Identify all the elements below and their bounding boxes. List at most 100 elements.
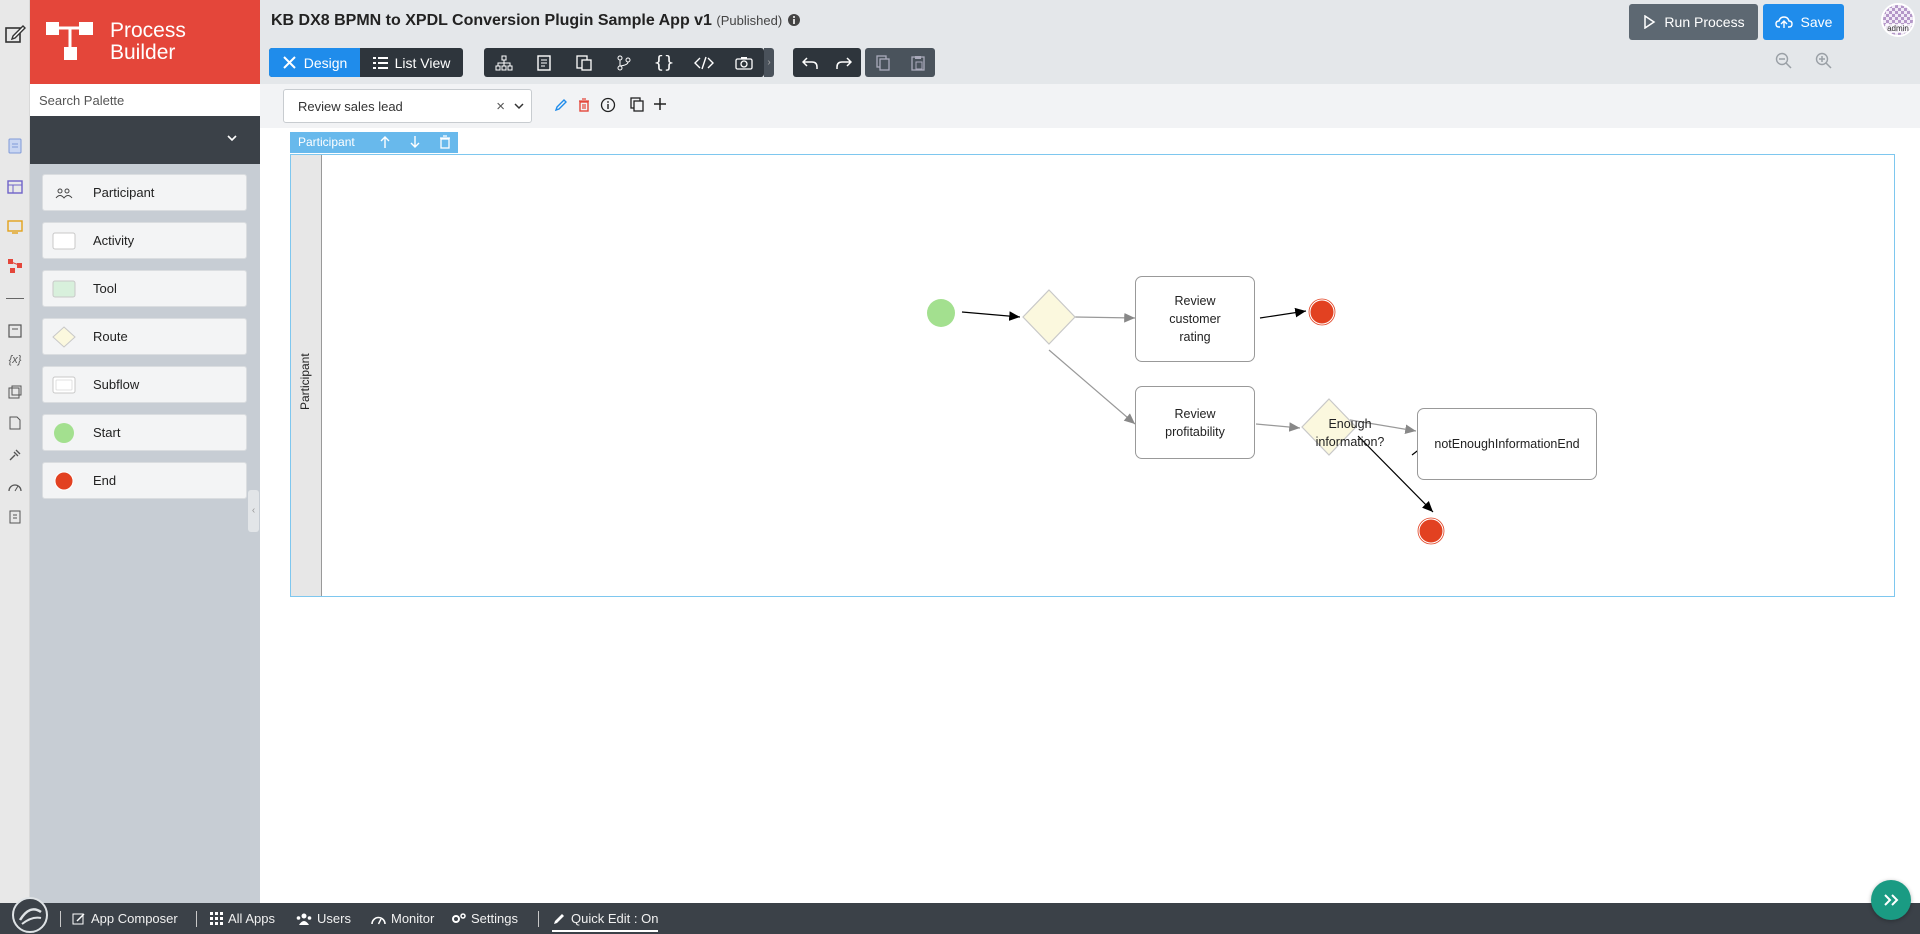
palette-item-participant[interactable]: Participant bbox=[42, 174, 247, 211]
publish-status: (Published) bbox=[716, 13, 783, 28]
palette-item-start[interactable]: Start bbox=[42, 414, 247, 451]
run-process-button[interactable]: Run Process bbox=[1629, 4, 1758, 40]
view-toggle: Design List View bbox=[269, 48, 463, 77]
zoom-out-icon[interactable] bbox=[1775, 52, 1793, 73]
footer-quick-edit-label: Quick Edit : On bbox=[571, 911, 659, 926]
duplicate-process-icon[interactable] bbox=[630, 97, 644, 116]
activity-review-customer-rating[interactable]: Review customer rating bbox=[1135, 276, 1255, 362]
zoom-in-icon[interactable] bbox=[1815, 52, 1833, 73]
transition[interactable] bbox=[1048, 349, 1136, 425]
footer-quick-edit[interactable]: Quick Edit : On bbox=[552, 911, 659, 932]
palette-header[interactable] bbox=[30, 116, 260, 164]
app-title: KB DX8 BPMN to XPDL Conversion Plugin Sa… bbox=[271, 12, 801, 30]
resources-icon[interactable] bbox=[6, 383, 24, 401]
participant-lane[interactable]: Participant bbox=[290, 154, 1895, 597]
screenshot-icon[interactable] bbox=[724, 48, 764, 77]
list-view-tab[interactable]: List View bbox=[360, 48, 463, 77]
transition[interactable] bbox=[1074, 313, 1136, 323]
tool-icon bbox=[52, 279, 76, 299]
design-tab[interactable]: Design bbox=[269, 48, 360, 77]
palette-item-label: Subflow bbox=[93, 377, 140, 392]
export-icon[interactable] bbox=[6, 508, 24, 526]
palette-collapse-handle[interactable]: ‹ bbox=[248, 490, 259, 532]
chevron-down-icon bbox=[514, 103, 524, 110]
delete-process-icon[interactable] bbox=[578, 98, 590, 115]
palette-item-activity[interactable]: Activity bbox=[42, 222, 247, 259]
expand-panel-button[interactable] bbox=[1871, 880, 1911, 920]
route-enough-info-node[interactable] bbox=[1301, 398, 1357, 456]
run-process-label: Run Process bbox=[1664, 14, 1745, 30]
edit-process-icon[interactable] bbox=[554, 98, 568, 115]
delete-participant-icon[interactable] bbox=[439, 135, 451, 152]
variables-icon[interactable]: {} bbox=[653, 52, 675, 73]
performance-icon[interactable] bbox=[6, 477, 24, 495]
process-builder-logo: Process Builder bbox=[30, 0, 260, 84]
route-node[interactable] bbox=[1022, 289, 1076, 345]
list-view-tab-label: List View bbox=[394, 54, 451, 71]
copy-icon[interactable] bbox=[865, 48, 900, 77]
transition[interactable] bbox=[1357, 435, 1434, 513]
joget-logo-icon[interactable] bbox=[12, 897, 48, 934]
double-chevron-right-icon bbox=[1884, 894, 1899, 906]
footer-monitor[interactable]: Monitor bbox=[371, 911, 434, 926]
activity-review-profitability[interactable]: Review profitability bbox=[1135, 386, 1255, 459]
footer-settings[interactable]: Settings bbox=[450, 911, 518, 926]
mapping-icon[interactable] bbox=[564, 48, 604, 77]
pencil-icon bbox=[554, 913, 564, 924]
toolbar-expand-handle[interactable]: › bbox=[764, 48, 774, 77]
transition[interactable] bbox=[1255, 422, 1301, 432]
xpdl-source-icon[interactable] bbox=[684, 48, 724, 77]
redo-icon[interactable] bbox=[827, 48, 861, 77]
end-node[interactable] bbox=[1418, 518, 1444, 544]
undo-icon[interactable] bbox=[793, 48, 827, 77]
footer-users-label: Users bbox=[317, 911, 351, 926]
process-info-icon[interactable] bbox=[600, 97, 616, 116]
footer-users[interactable]: Users bbox=[296, 911, 351, 926]
user-avatar[interactable]: admin bbox=[1881, 3, 1915, 37]
transition[interactable] bbox=[961, 311, 1021, 321]
design-icon bbox=[282, 56, 296, 69]
branch-icon[interactable] bbox=[604, 48, 644, 77]
datalist-icon[interactable] bbox=[6, 178, 24, 196]
process-icon[interactable] bbox=[6, 257, 24, 275]
diagram-toolbar: {} bbox=[484, 48, 764, 77]
variable-icon[interactable]: {x} bbox=[8, 354, 22, 366]
form-icon[interactable] bbox=[6, 137, 24, 155]
palette-item-label: Participant bbox=[93, 185, 155, 200]
add-process-icon[interactable] bbox=[653, 97, 667, 114]
palette-item-end[interactable]: End bbox=[42, 462, 247, 499]
participant-tree-icon[interactable] bbox=[484, 48, 524, 77]
save-button[interactable]: Save bbox=[1763, 4, 1844, 40]
note-icon[interactable] bbox=[6, 322, 24, 340]
start-node[interactable] bbox=[927, 299, 955, 327]
palette-item-tool[interactable]: Tool bbox=[42, 270, 247, 307]
move-up-icon[interactable] bbox=[379, 135, 391, 152]
plugin-icon[interactable] bbox=[6, 446, 24, 464]
palette-item-subflow[interactable]: Subflow bbox=[42, 366, 247, 403]
move-down-icon[interactable] bbox=[409, 135, 421, 152]
search-palette-input[interactable] bbox=[30, 84, 260, 116]
clear-icon[interactable]: × bbox=[496, 98, 505, 115]
info-icon[interactable] bbox=[787, 13, 801, 27]
end-node[interactable] bbox=[1309, 299, 1335, 325]
route-enough-info-label: Enough information? bbox=[1315, 417, 1385, 449]
footer-app-composer[interactable]: App Composer bbox=[72, 911, 178, 926]
edit-icon[interactable] bbox=[3, 22, 27, 46]
footer-all-apps-label: All Apps bbox=[228, 911, 275, 926]
process-builder-logo-icon bbox=[46, 22, 93, 60]
footer-all-apps[interactable]: All Apps bbox=[210, 911, 275, 926]
activity-not-enough-information-end[interactable]: notEnoughInformationEnd bbox=[1417, 408, 1597, 480]
userview-icon[interactable] bbox=[6, 218, 24, 236]
palette-item-route[interactable]: Route bbox=[42, 318, 247, 355]
brand-title: Process Builder bbox=[110, 19, 186, 64]
transition[interactable] bbox=[1259, 307, 1307, 319]
process-properties-icon[interactable] bbox=[524, 48, 564, 77]
paste-icon[interactable] bbox=[900, 48, 935, 77]
process-select-row: Review sales lead × bbox=[260, 84, 1920, 128]
document-icon[interactable] bbox=[6, 414, 24, 432]
footer-bar: App Composer All Apps Users Monitor Sett… bbox=[0, 897, 1920, 934]
footer-divider bbox=[538, 911, 539, 927]
transition[interactable] bbox=[1349, 419, 1417, 434]
process-select[interactable]: Review sales lead × bbox=[283, 89, 532, 123]
participant-lane-header[interactable]: Participant bbox=[291, 155, 322, 596]
